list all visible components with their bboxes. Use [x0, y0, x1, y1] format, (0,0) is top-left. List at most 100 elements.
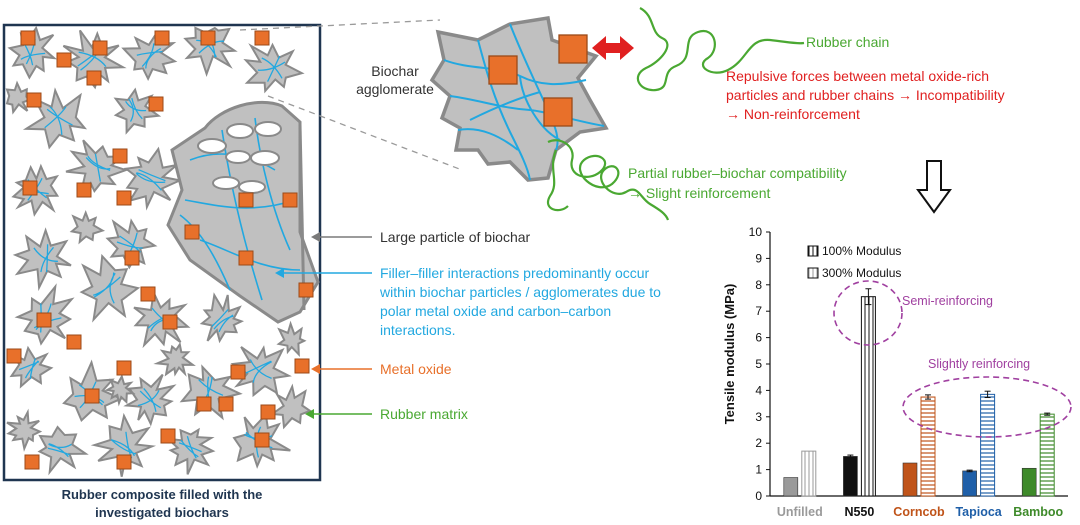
- biochar-particle: [113, 87, 162, 135]
- biochar-particle: [123, 373, 177, 427]
- y-tick-label: 2: [755, 436, 762, 450]
- bar-100-bamboo: [1021, 467, 1037, 497]
- legend-label: 100% Modulus: [822, 244, 901, 258]
- composite-caption-line2: investigated biochars: [95, 505, 229, 520]
- biochar-particle: [269, 383, 313, 430]
- metal-oxide-square: [162, 314, 178, 330]
- repulsive-line-2: particles and rubber chains → Incompatib…: [726, 87, 1005, 103]
- composite-caption-line1: Rubber composite filled with the: [62, 487, 263, 502]
- rubber-matrix-label: Rubber matrix: [380, 406, 468, 422]
- biochar-particle: [12, 227, 72, 292]
- x-tick-label-corncob: Corncob: [893, 505, 945, 519]
- metal-oxide-square: [260, 404, 276, 420]
- biochar-particle: [6, 408, 43, 452]
- filler-leader: [275, 268, 372, 278]
- bar-300-corncob: [920, 396, 936, 497]
- bar-100-n550: [843, 456, 858, 497]
- biochar-agglomerate-label-2: agglomerate: [356, 81, 434, 97]
- agglomerate-oxide-1: [488, 55, 518, 85]
- zoom-line-bottom: [267, 95, 463, 171]
- metal-oxide-square: [26, 92, 42, 108]
- biochar-particle: [37, 425, 89, 476]
- bar-300-tapioca: [980, 393, 996, 497]
- metal-oxide-square: [84, 388, 100, 404]
- metal-oxide-square: [238, 192, 254, 208]
- rubber-chain-upper: [636, 7, 805, 92]
- metal-oxide-square: [218, 396, 234, 412]
- metal-oxide-square: [238, 250, 254, 266]
- biochar-particle: [104, 373, 136, 407]
- repulsive-line-1: Repulsive forces between metal oxide-ric…: [726, 68, 989, 84]
- y-tick-label: 5: [755, 357, 762, 371]
- y-tick-label: 9: [755, 251, 762, 265]
- metal-oxide-square: [36, 312, 52, 328]
- metal-oxide-square: [230, 364, 246, 380]
- slightly-reinforcing-ellipse: [902, 376, 1072, 438]
- biochar-particle: [79, 253, 141, 323]
- metal-oxide-square: [148, 96, 164, 112]
- metal-oxide-square: [140, 286, 156, 302]
- y-tick-label: 3: [755, 410, 762, 424]
- biochar-particle: [69, 210, 106, 245]
- y-tick-label: 4: [755, 383, 762, 397]
- biochar-particle: [276, 320, 307, 357]
- biochar-agglomerate-label-1: Biochar: [371, 63, 419, 79]
- biochar-particle: [179, 364, 243, 421]
- partial-line-1: Partial rubber–biochar compatibility: [628, 165, 847, 181]
- biochar-particle: [165, 427, 216, 475]
- metal-oxide-square: [298, 282, 314, 298]
- rubber-matrix-leader: [305, 409, 372, 419]
- biochar-particle: [9, 345, 54, 389]
- annotation-slightly-reinforcing: Slightly reinforcing: [928, 357, 1030, 371]
- metal-oxide-square: [6, 348, 22, 364]
- repulsive-line-3: → Non-reinforcement: [726, 106, 860, 122]
- filler-line-1: Filler–filler interactions predominantly…: [380, 265, 650, 281]
- y-tick-label: 1: [755, 463, 762, 477]
- repulsion-arrow-icon: [592, 36, 634, 60]
- y-tick-label: 7: [755, 304, 762, 318]
- biochar-particle: [243, 42, 305, 94]
- semi-reinforcing-ellipse: [833, 280, 903, 346]
- legend-swatch: [807, 267, 819, 279]
- y-tick-label: 0: [755, 489, 762, 503]
- y-tick-label: 8: [755, 278, 762, 292]
- x-tick-label-bamboo: Bamboo: [1013, 505, 1063, 519]
- metal-oxide-square: [116, 454, 132, 470]
- metal-oxide-square: [20, 30, 36, 46]
- metal-oxide-square: [116, 190, 132, 206]
- legend-swatch: [807, 245, 819, 257]
- composite-panel: [2, 23, 322, 482]
- metal-oxide-square: [112, 148, 128, 164]
- metal-oxide-square: [294, 358, 310, 374]
- metal-oxide-leader: [311, 364, 372, 374]
- legend-label: 300% Modulus: [822, 266, 901, 280]
- bar-100-unfilled: [783, 477, 799, 497]
- agglomerate-oxide-2: [558, 34, 588, 64]
- metal-oxide-square: [200, 30, 216, 46]
- y-tick-label: 6: [755, 331, 762, 345]
- biochar-particle: [199, 292, 245, 344]
- metal-oxide-square: [254, 432, 270, 448]
- metal-oxide-square: [116, 360, 132, 376]
- down-arrow-icon: [916, 160, 952, 214]
- annotation-semi-reinforcing: Semi-reinforcing: [902, 294, 993, 308]
- biochar-particle: [65, 139, 129, 197]
- large-particle-label: Large particle of biochar: [380, 229, 531, 245]
- biochar-particle: [230, 345, 292, 398]
- metal-oxide-square: [24, 454, 40, 470]
- metal-oxide-particles: [6, 30, 314, 470]
- metal-oxide-square: [154, 30, 170, 46]
- metal-oxide-label: Metal oxide: [380, 361, 452, 377]
- chart-ylabel: Tensile modulus (MPa): [722, 284, 737, 425]
- biochar-particle: [153, 341, 196, 377]
- zoom-line-top: [239, 19, 441, 31]
- x-tick-label-unfilled: Unfilled: [777, 505, 823, 519]
- partial-line-2: → Slight reinforcement: [628, 185, 771, 201]
- bar-100-tapioca: [962, 470, 977, 497]
- y-tick-label: 10: [749, 225, 763, 239]
- metal-oxide-square: [184, 224, 200, 240]
- metal-oxide-square: [86, 70, 102, 86]
- x-tick-label-n550: N550: [844, 505, 874, 519]
